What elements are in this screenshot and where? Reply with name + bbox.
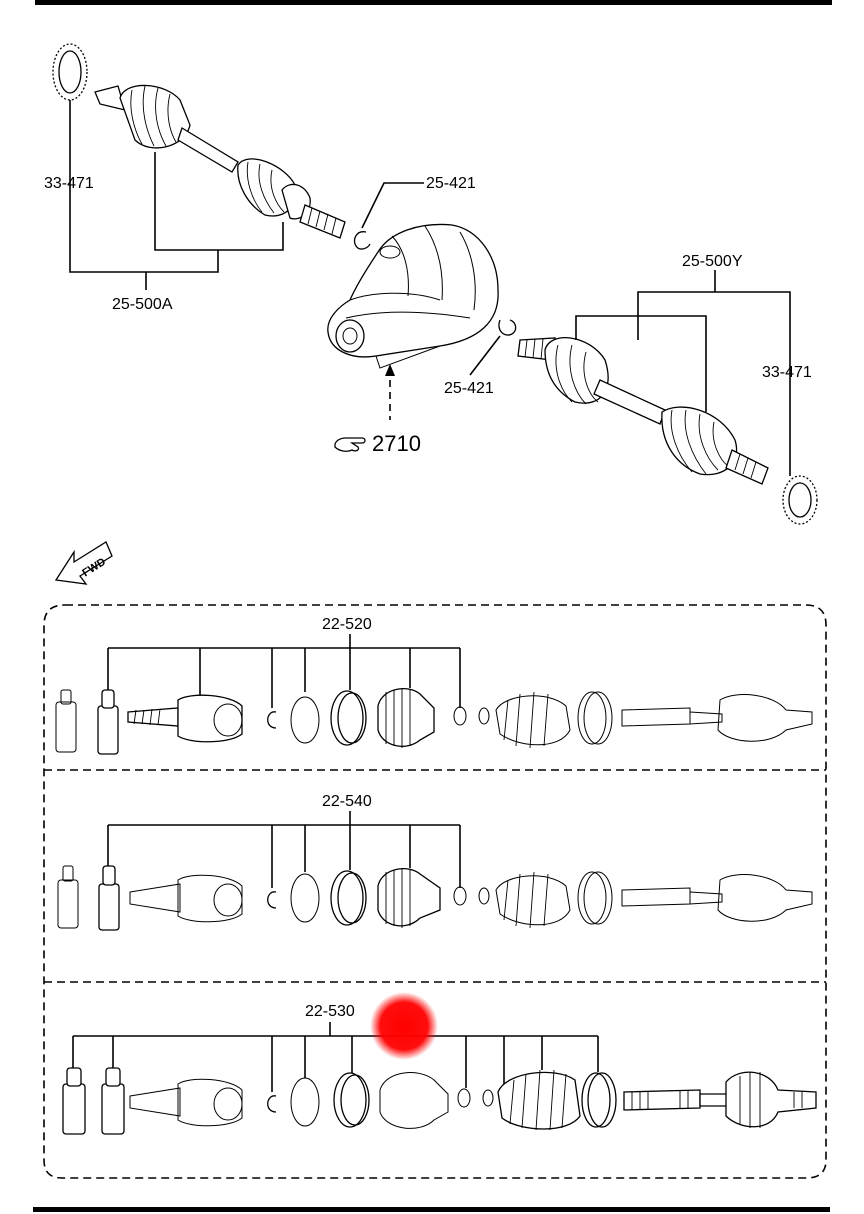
bracket-left xyxy=(69,100,284,290)
bracket-right xyxy=(575,270,791,476)
label-clip-lower: 25-421 xyxy=(444,380,494,397)
kit-bracket xyxy=(107,634,461,708)
pointing-hand-icon xyxy=(334,437,366,452)
leader-clip-upper xyxy=(361,182,424,229)
kit-label: 22-540 xyxy=(322,793,372,810)
kit-parts xyxy=(57,865,813,931)
kit-label: 22-520 xyxy=(322,616,372,633)
abs-ring-left[interactable] xyxy=(52,43,88,101)
bottom-border xyxy=(33,1207,830,1212)
kit-parts xyxy=(62,1067,817,1135)
kit-label: 22-530 xyxy=(305,1003,355,1020)
label-ref[interactable]: 2710 xyxy=(372,431,421,456)
kit-22-540[interactable]: 22-540 xyxy=(57,793,813,931)
kit-parts xyxy=(55,688,813,755)
forward-arrow-icon: FWD xyxy=(54,541,113,585)
clip-upper[interactable] xyxy=(353,231,371,250)
driveshaft-right[interactable] xyxy=(517,337,769,485)
kit-22-530[interactable]: 22-530 xyxy=(62,1003,817,1135)
label-ring-right: 33-471 xyxy=(762,364,812,381)
label-shaft-right: 25-500Y xyxy=(682,253,743,270)
kit-bracket xyxy=(107,811,461,888)
top-border xyxy=(35,0,832,5)
leader-clip-lower xyxy=(469,335,501,376)
kit-bracket xyxy=(72,1022,599,1092)
abs-ring-right[interactable] xyxy=(782,475,818,525)
label-clip-upper: 25-421 xyxy=(426,175,476,192)
label-shaft-left: 25-500A xyxy=(112,296,173,313)
clip-lower[interactable] xyxy=(498,319,517,336)
ref-arrow-head xyxy=(385,364,395,376)
differential-housing[interactable] xyxy=(327,223,499,369)
driveshaft-left[interactable] xyxy=(94,84,346,239)
kit-22-520[interactable]: 22-520 xyxy=(55,616,813,755)
kit-panel-border xyxy=(43,604,827,1179)
highlight-marker xyxy=(370,992,438,1060)
label-ring-left: 33-471 xyxy=(44,175,94,192)
